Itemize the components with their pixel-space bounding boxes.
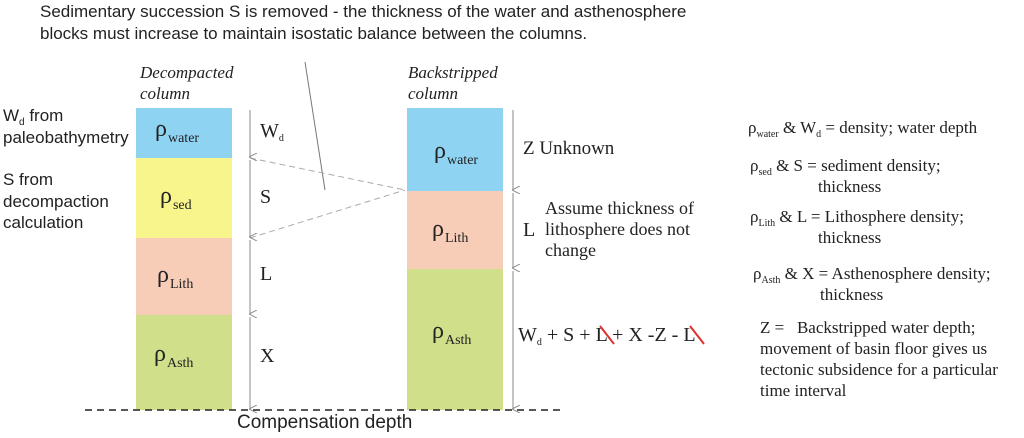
assume-note-line3: change xyxy=(545,240,596,260)
assume-note-line2: lithosphere does not xyxy=(545,219,690,239)
strike-l-first xyxy=(599,325,615,345)
right-water-block xyxy=(407,108,503,191)
right-label-z: Z Unknown xyxy=(523,138,615,159)
s-note-line2: decompaction xyxy=(3,192,109,211)
right-rho-water: ρwater xyxy=(434,138,479,168)
z-definition-line3: tectonic subsidence for a particular xyxy=(760,360,998,379)
right-asth-block xyxy=(407,269,503,410)
s-note-line3: calculation xyxy=(3,213,84,232)
left-label-x: X xyxy=(260,345,275,367)
z-definition-line4: time interval xyxy=(760,381,847,400)
left-lith-block xyxy=(136,238,232,315)
balance-equation: Wd + S + L + X -Z - L xyxy=(518,324,696,348)
right-rho-asth: ρAsth xyxy=(432,318,472,348)
left-rho-water: ρwater xyxy=(155,116,200,146)
strike-l-second xyxy=(689,325,705,345)
wd-note-line2: paleobathymetry xyxy=(3,128,129,147)
legend-row-asth: ρAsth & X = Asthenosphere density; xyxy=(753,264,991,286)
legend-row-sed-line2: thickness xyxy=(818,177,882,196)
legend-row-lith: ρLith & L = Lithosphere density; xyxy=(750,207,964,229)
left-column-title-line2: column xyxy=(140,84,191,103)
s-note-line1: S from xyxy=(3,170,54,189)
legend-row-asth-line2: thickness xyxy=(820,285,884,304)
legend-row-water: ρwater & Wd = density; water depth xyxy=(748,118,978,140)
left-rho-asth: ρAsth xyxy=(154,341,194,371)
assume-note-line1: Assume thickness of xyxy=(545,198,694,218)
struck-l-first: L xyxy=(595,324,608,346)
left-water-block xyxy=(136,108,232,158)
wd-note: Wd from xyxy=(3,106,64,128)
right-lith-block xyxy=(407,191,503,269)
left-rho-lith: ρLith xyxy=(157,262,194,292)
legend-row-lith-line2: thickness xyxy=(818,228,882,247)
header-line-2: blocks must increase to maintain isostat… xyxy=(40,24,588,43)
left-asth-block xyxy=(136,315,232,410)
left-sed-block xyxy=(136,158,232,238)
z-definition-line2: movement of basin floor gives us xyxy=(760,339,988,358)
s-dashed-top xyxy=(249,157,406,191)
right-rho-lith: ρLith xyxy=(432,216,469,246)
right-column-title: Backstripped xyxy=(408,63,498,82)
left-label-l: L xyxy=(260,263,273,285)
s-dashed-bottom xyxy=(249,189,406,239)
left-label-wd: Wd xyxy=(260,120,284,144)
legend-row-sed: ρsed & S = sediment density; xyxy=(750,156,941,178)
header-leader-line xyxy=(304,61,326,191)
header-line-1: Sedimentary succession S is removed - th… xyxy=(40,2,687,21)
left-label-s: S xyxy=(260,186,272,208)
right-label-l: L xyxy=(523,219,536,241)
left-column-title: Decompacted xyxy=(140,63,234,82)
compensation-depth-label: Compensation depth xyxy=(237,412,413,433)
right-column-title-line2: column xyxy=(408,84,459,103)
z-definition-line1: Z = Backstripped water depth; xyxy=(760,318,976,337)
left-rho-sed: ρsed xyxy=(160,183,192,213)
